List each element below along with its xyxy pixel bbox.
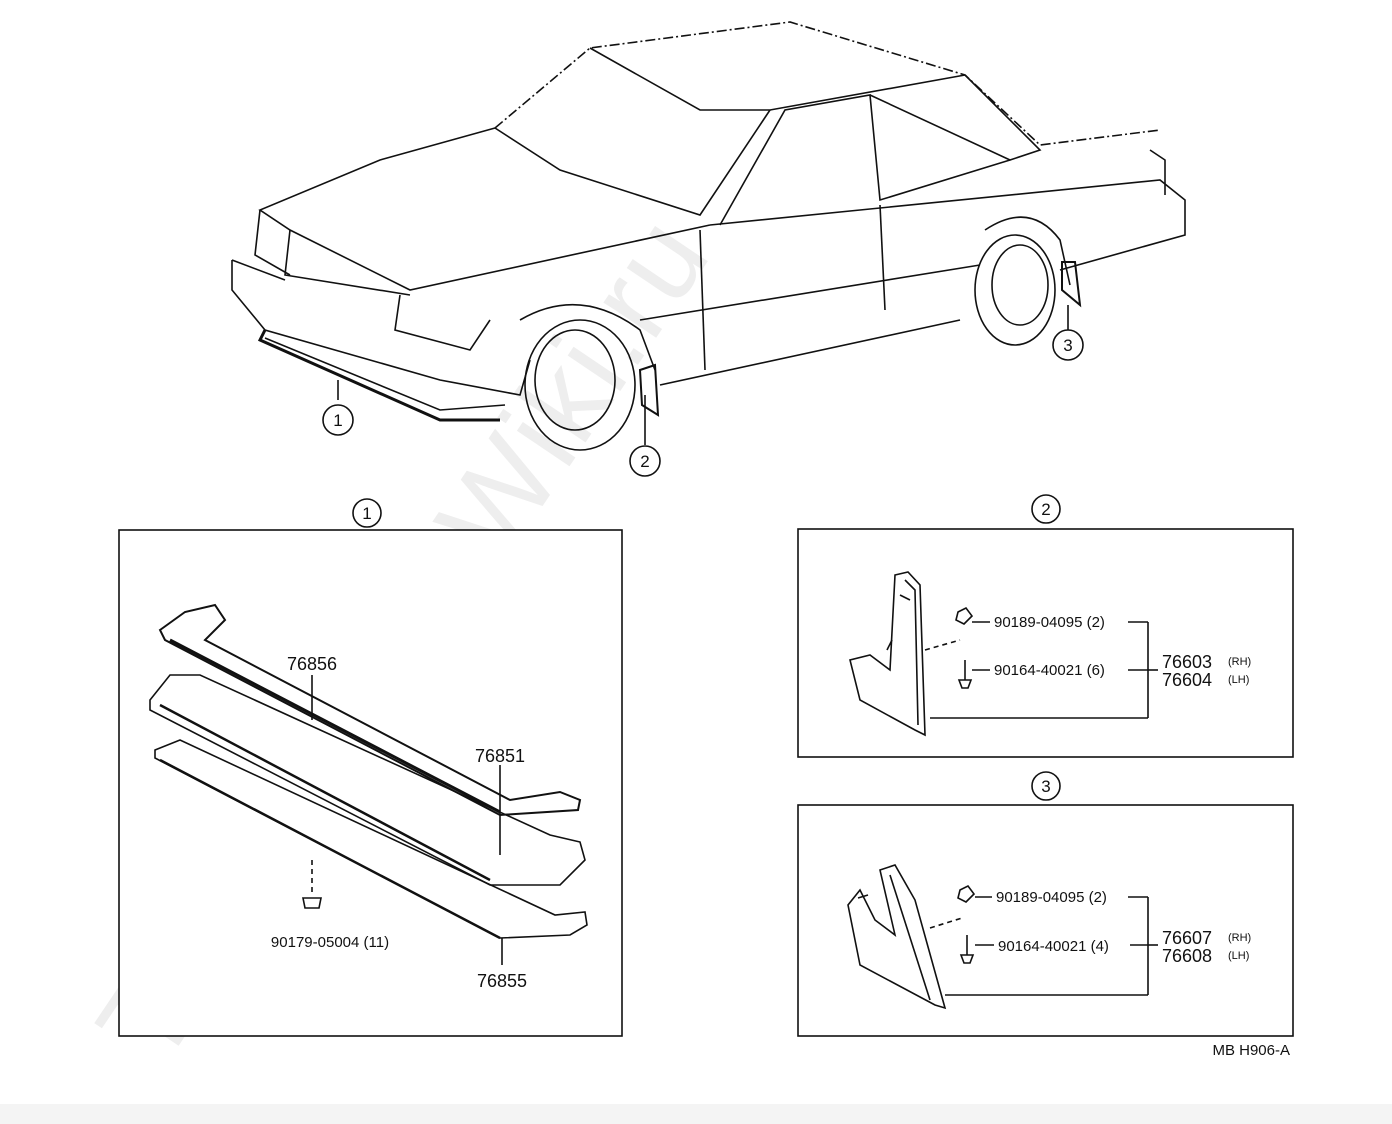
panel-3-rear-mudguard: 3 90189-04095 (2) 90164-40021 (4) 76607 …	[797, 771, 1294, 1037]
side-rh-label-rear: (RH)	[1228, 932, 1251, 944]
part-number-90189-04095: 90189-04095 (2)	[994, 614, 1105, 631]
callout-1: 1	[322, 404, 354, 436]
callout-3: 3	[1052, 329, 1084, 361]
rear-mudguard-on-car	[1061, 261, 1082, 308]
mudguard-rear-drawing	[847, 864, 1158, 1010]
part-number-76855: 76855	[477, 971, 527, 991]
side-lh-label-rear: (LH)	[1228, 950, 1249, 962]
svg-text:1: 1	[362, 504, 371, 523]
part-number-76607: 76607	[1162, 928, 1212, 948]
part-number-90179-05004: 90179-05004 (11)	[271, 934, 389, 951]
part-number-76608: 76608	[1162, 946, 1212, 966]
car-illustration	[231, 21, 1186, 451]
diagram-code: MB H906-A	[1212, 1042, 1290, 1059]
part-number-90164-40021-rear: 90164-40021 (4)	[998, 938, 1109, 955]
svg-text:3: 3	[1063, 336, 1072, 355]
spoiler-parts-drawing	[149, 603, 588, 965]
background-bottom-strip	[0, 1104, 1392, 1124]
part-number-90164-40021: 90164-40021 (6)	[994, 662, 1105, 679]
part-number-90189-04095-rear: 90189-04095 (2)	[996, 889, 1107, 906]
side-rh-label: (RH)	[1228, 656, 1251, 668]
svg-text:2: 2	[1041, 500, 1050, 519]
callout-2: 2	[629, 445, 661, 477]
part-number-76851: 76851	[475, 746, 525, 766]
part-number-76856: 76856	[287, 654, 337, 674]
svg-text:1: 1	[333, 411, 342, 430]
part-number-76603: 76603	[1162, 652, 1212, 672]
part-number-76604: 76604	[1162, 670, 1212, 690]
panel-2-front-mudguard: 2 90189-04095 (2) 90164-40021 (6) 76603 …	[797, 494, 1294, 758]
svg-text:3: 3	[1041, 777, 1050, 796]
front-mudguard-on-car	[638, 363, 660, 417]
panel-1-front-spoiler: 1 76856 76851 90179-05004 (11) 76855	[118, 498, 623, 1037]
svg-text:2: 2	[640, 452, 649, 471]
mudguard-front-drawing	[849, 571, 1158, 737]
side-lh-label: (LH)	[1228, 674, 1249, 686]
